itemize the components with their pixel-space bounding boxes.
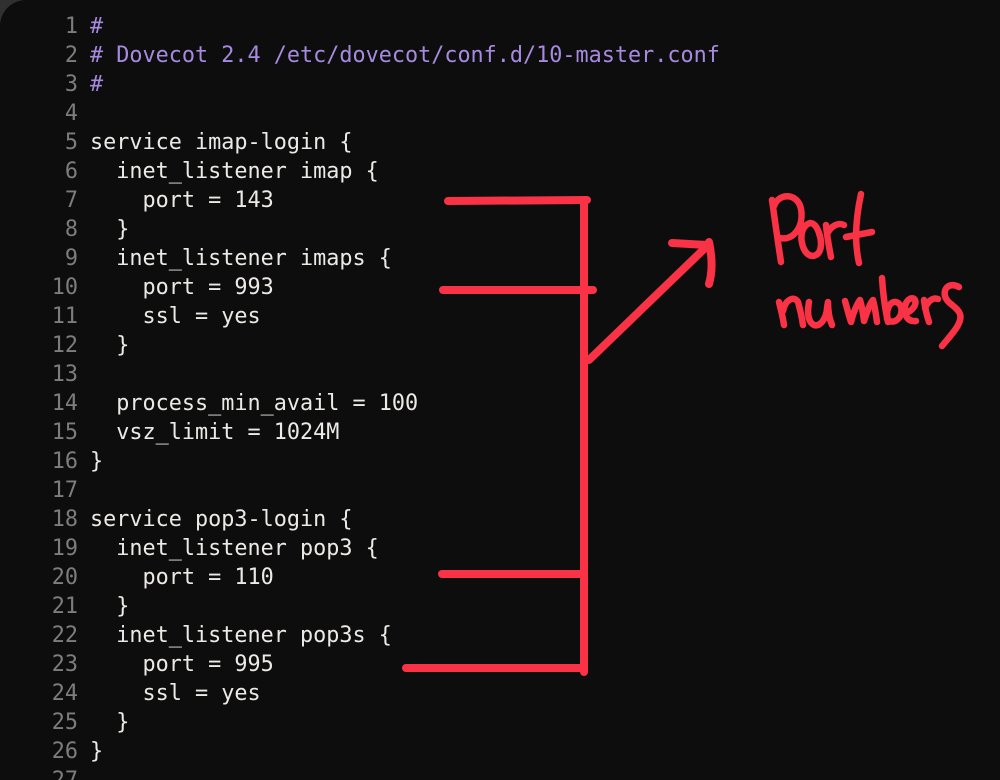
code-line-15: 15 vsz_limit = 1024M	[0, 418, 1000, 447]
line-content: ssl = yes	[90, 681, 261, 706]
code-line-17: 17	[0, 476, 1000, 505]
line-number: 12	[51, 333, 78, 358]
code-line-25: 25 }	[0, 708, 1000, 737]
code-line-8: 8 }	[0, 215, 1000, 244]
code-line-20: 20 port = 110	[0, 563, 1000, 592]
line-number: 18	[51, 507, 78, 532]
code-line-14: 14 process_min_avail = 100	[0, 389, 1000, 418]
line-number: 2	[64, 43, 78, 68]
line-content: service imap-login {	[90, 130, 353, 155]
line-number: 22	[51, 623, 78, 648]
code-line-23: 23 port = 995	[0, 650, 1000, 679]
code-area[interactable]: 1# 2# Dovecot 2.4 /etc/dovecot/conf.d/10…	[0, 12, 1000, 780]
line-content: service pop3-login {	[90, 507, 353, 532]
line-number: 4	[64, 101, 78, 126]
line-number: 15	[51, 420, 78, 445]
code-line-3: 3#	[0, 70, 1000, 99]
line-content: port = 995	[90, 652, 274, 677]
line-content: port = 143	[90, 188, 274, 213]
line-content: }	[90, 449, 104, 474]
code-line-27: 27	[0, 766, 1000, 780]
code-line-12: 12 }	[0, 331, 1000, 360]
line-number: 23	[51, 652, 78, 677]
line-number: 11	[51, 304, 78, 329]
line-content: inet_listener pop3s {	[90, 623, 392, 648]
line-content: inet_listener imap {	[90, 159, 379, 184]
code-line-9: 9 inet_listener imaps {	[0, 244, 1000, 273]
line-content: # Dovecot 2.4 /etc/dovecot/conf.d/10-mas…	[90, 43, 720, 68]
code-line-6: 6 inet_listener imap {	[0, 157, 1000, 186]
code-line-2: 2 # Dovecot 2.4 /etc/dovecot/conf.d/10-ma…	[0, 41, 1000, 70]
line-number: 1	[64, 14, 78, 39]
line-content	[78, 766, 90, 780]
code-line-21: 21 }	[0, 592, 1000, 621]
line-number: 9	[64, 246, 78, 271]
line-number: 26	[51, 739, 78, 764]
line-content: port = 110	[90, 565, 274, 590]
line-content: #	[90, 72, 104, 97]
line-number: 21	[51, 594, 78, 619]
line-content	[78, 476, 90, 505]
line-number: 14	[51, 391, 78, 416]
code-line-24: 24 ssl = yes	[0, 679, 1000, 708]
line-content: }	[90, 594, 130, 619]
line-number: 25	[51, 710, 78, 735]
code-line-5: 5 service imap-login {	[0, 128, 1000, 157]
line-content: inet_listener pop3 {	[90, 536, 379, 561]
code-line-4: 4	[0, 99, 1000, 128]
line-content: port = 993	[90, 275, 274, 300]
line-number: 20	[51, 565, 78, 590]
code-line-11: 11 ssl = yes	[0, 302, 1000, 331]
line-content	[78, 360, 90, 389]
line-number: 6	[64, 159, 78, 184]
line-number: 17	[51, 478, 78, 503]
line-number: 3	[64, 72, 78, 97]
line-number: 27	[0, 766, 78, 780]
line-number: 13	[51, 362, 78, 387]
line-content: }	[90, 710, 130, 735]
line-content: ssl = yes	[90, 304, 261, 329]
code-line-26: 26}	[0, 737, 1000, 766]
code-line-7: 7 port = 143	[0, 186, 1000, 215]
code-line-13: 13	[0, 360, 1000, 389]
line-number: 8	[64, 217, 78, 242]
code-line-18: 18 service pop3-login {	[0, 505, 1000, 534]
line-content: }	[90, 739, 104, 764]
line-content: }	[90, 217, 130, 242]
code-line-22: 22 inet_listener pop3s {	[0, 621, 1000, 650]
code-line-10: 10 port = 993	[0, 273, 1000, 302]
code-line-1: 1#	[0, 12, 1000, 41]
line-content: process_min_avail = 100	[90, 391, 419, 416]
line-number: 19	[51, 536, 78, 561]
line-content	[78, 99, 90, 128]
line-content: #	[90, 14, 104, 39]
line-content: inet_listener imaps {	[90, 246, 392, 271]
line-number: 5	[64, 130, 78, 155]
line-content: vsz_limit = 1024M	[90, 420, 340, 445]
line-number: 10	[51, 275, 78, 300]
line-number: 16	[51, 449, 78, 474]
code-line-16: 16}	[0, 447, 1000, 476]
line-number: 24	[51, 681, 78, 706]
line-number: 7	[64, 188, 78, 213]
code-line-19: 19 inet_listener pop3 {	[0, 534, 1000, 563]
line-content: }	[90, 333, 130, 358]
